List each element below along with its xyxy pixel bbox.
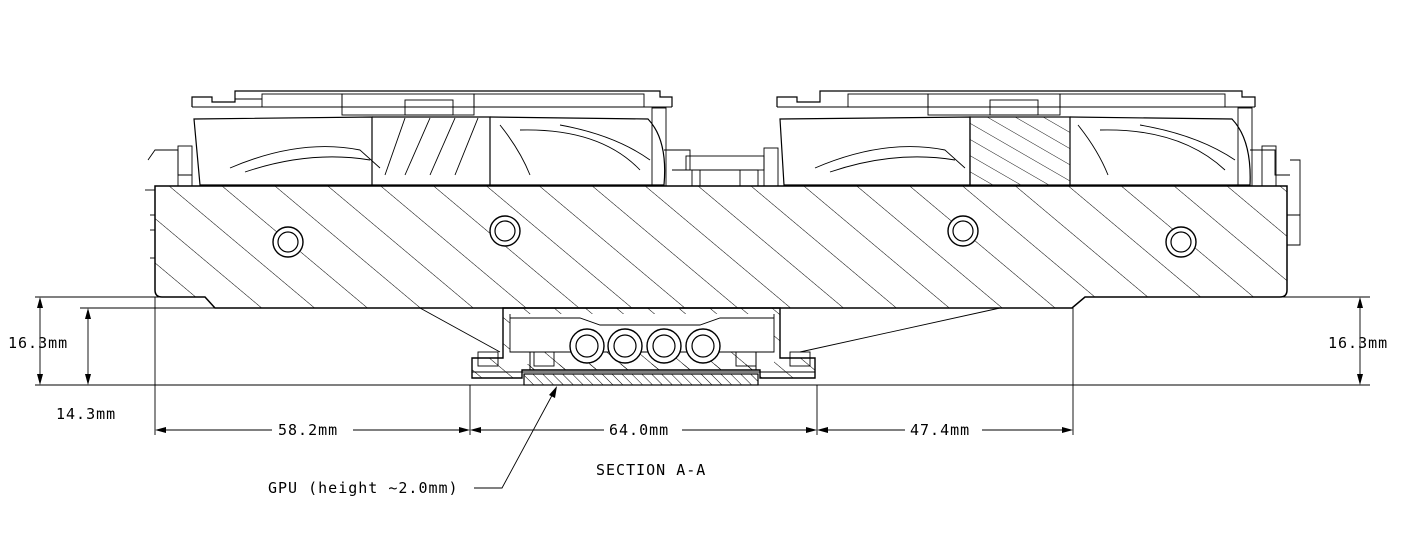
cooler-base <box>419 307 1001 379</box>
gpu-die <box>523 373 759 386</box>
gpu-leader-line <box>474 386 557 489</box>
dimension-width-right <box>817 427 1073 433</box>
heatsink-fin-stack <box>145 159 1301 309</box>
right-fan <box>776 90 1290 187</box>
label-width-left: 58.2mm <box>278 421 338 439</box>
dimension-left-height-outer <box>37 297 43 385</box>
dimension-left-height-inner <box>85 308 91 385</box>
center-fan-mount <box>685 147 779 187</box>
label-left-height-inner: 14.3mm <box>56 405 116 423</box>
label-right-height: 16.3mm <box>1328 334 1388 352</box>
dimension-right-height <box>1357 297 1363 385</box>
fin-stack-heatpipes <box>272 215 1197 258</box>
gpu-callout-label: GPU (height ~2.0mm) <box>268 479 459 497</box>
left-fan <box>147 90 691 187</box>
dimension-width-center <box>470 427 817 433</box>
reference-lines <box>35 296 1370 435</box>
label-width-right: 47.4mm <box>910 421 970 439</box>
section-title: SECTION A-A <box>596 461 706 479</box>
label-left-height-outer: 16.3mm <box>8 334 68 352</box>
dimension-width-left <box>155 427 470 433</box>
label-width-center: 64.0mm <box>609 421 669 439</box>
